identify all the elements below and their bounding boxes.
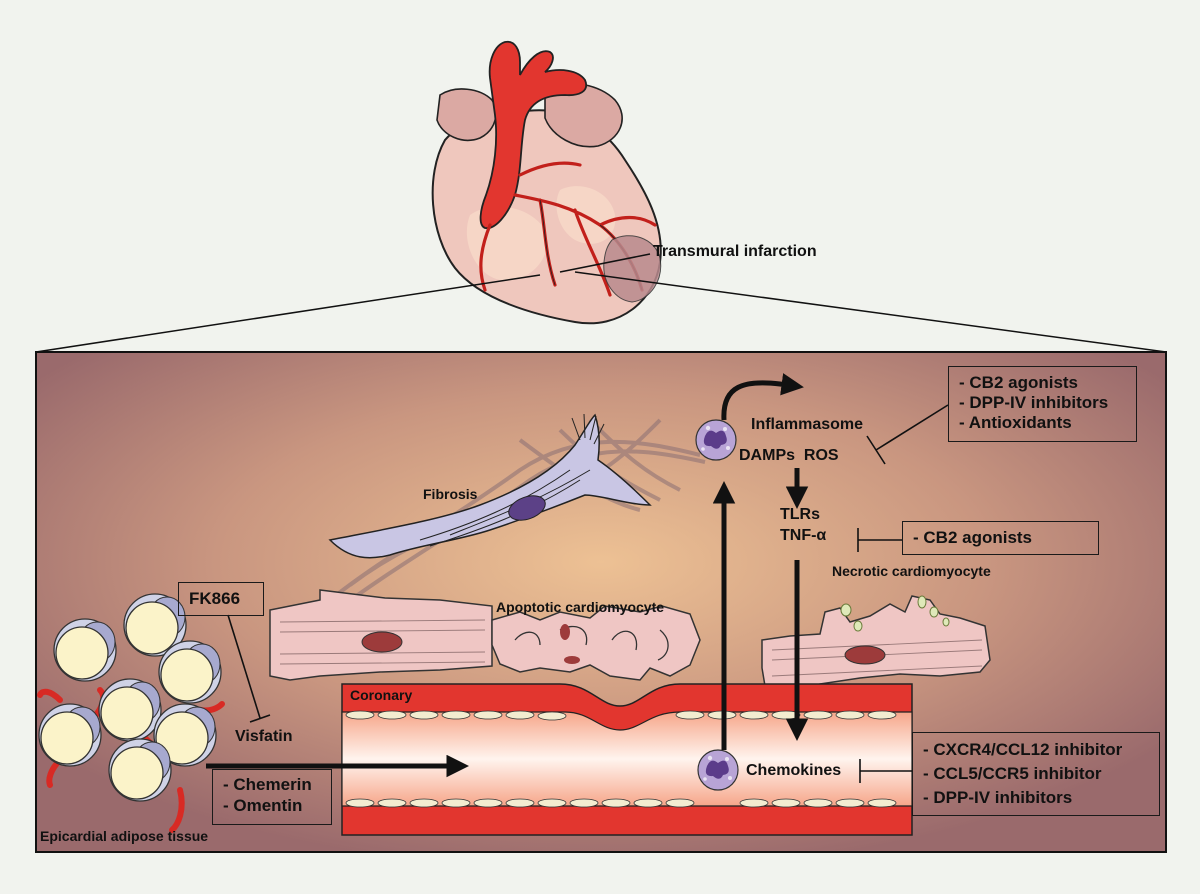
adipokines-box: - Chemerin - Omentin bbox=[212, 769, 332, 825]
epicardial-adipose-tissue-label: Epicardial adipose tissue bbox=[40, 828, 209, 844]
leukocyte-inflammasome bbox=[695, 419, 737, 461]
chemokine-inhibitors-box: - CXCR4/CCL12 inhibitor - CCL5/CCR5 inhi… bbox=[912, 732, 1160, 816]
inhibitor-item: - DPP-IV inhibitors bbox=[959, 393, 1109, 412]
inhibitor-item: - CB2 agonists bbox=[913, 528, 1033, 547]
epicardial-adipose-cluster bbox=[37, 593, 225, 833]
visfatin-label: Visfatin bbox=[235, 728, 293, 745]
fk866-box: FK866 bbox=[178, 582, 264, 616]
coronary-vessel bbox=[341, 683, 913, 836]
inhibitor-item: - CCL5/CCR5 inhibitor bbox=[923, 764, 1102, 783]
zoom-line-right bbox=[574, 271, 1167, 353]
damps-ros-label: DAMPs ROS bbox=[739, 447, 839, 464]
leukocyte-chemokines bbox=[697, 749, 739, 791]
adipokine-item: - Chemerin bbox=[223, 775, 312, 794]
heart-illustration bbox=[431, 40, 662, 325]
tlrs-label: TLRs bbox=[780, 506, 820, 523]
inhibitor-item: - CB2 agonists bbox=[959, 373, 1079, 392]
inhibitor-item: - DPP-IV inhibitors bbox=[923, 788, 1073, 807]
fibrosis-label: Fibrosis bbox=[423, 486, 478, 502]
inflammasome-inhibitors-box: - CB2 agonists - DPP-IV inhibitors - Ant… bbox=[948, 366, 1137, 442]
inhibitor-item: - Antioxidants bbox=[959, 413, 1072, 432]
cardiomyocyte-healthy bbox=[269, 589, 493, 681]
inhibitor-item: - CXCR4/CCL12 inhibitor bbox=[923, 740, 1123, 759]
inflammasome-label: Inflammasome bbox=[751, 416, 864, 433]
inhibition-lines bbox=[227, 404, 949, 783]
transmural-infarction-label: Transmural infarction bbox=[653, 243, 817, 260]
fibroblast bbox=[328, 413, 652, 559]
coronary-label: Coronary bbox=[350, 687, 413, 703]
chemokines-label: Chemokines bbox=[746, 762, 842, 779]
adipokine-item: - Omentin bbox=[223, 796, 303, 815]
fk866-text: FK866 bbox=[189, 589, 241, 608]
zoom-line-left bbox=[35, 274, 541, 353]
tnf-inhibitors-box: - CB2 agonists bbox=[902, 521, 1099, 555]
necrotic-cardiomyocyte-label: Necrotic cardiomyocyte bbox=[832, 563, 991, 579]
tnf-alpha-label: TNF-α bbox=[780, 527, 827, 544]
pathway-arrows bbox=[206, 373, 809, 778]
cardiomyocyte-apoptotic bbox=[491, 605, 701, 681]
apoptotic-cardiomyocyte-label: Apoptotic cardiomyocyte bbox=[496, 599, 665, 615]
